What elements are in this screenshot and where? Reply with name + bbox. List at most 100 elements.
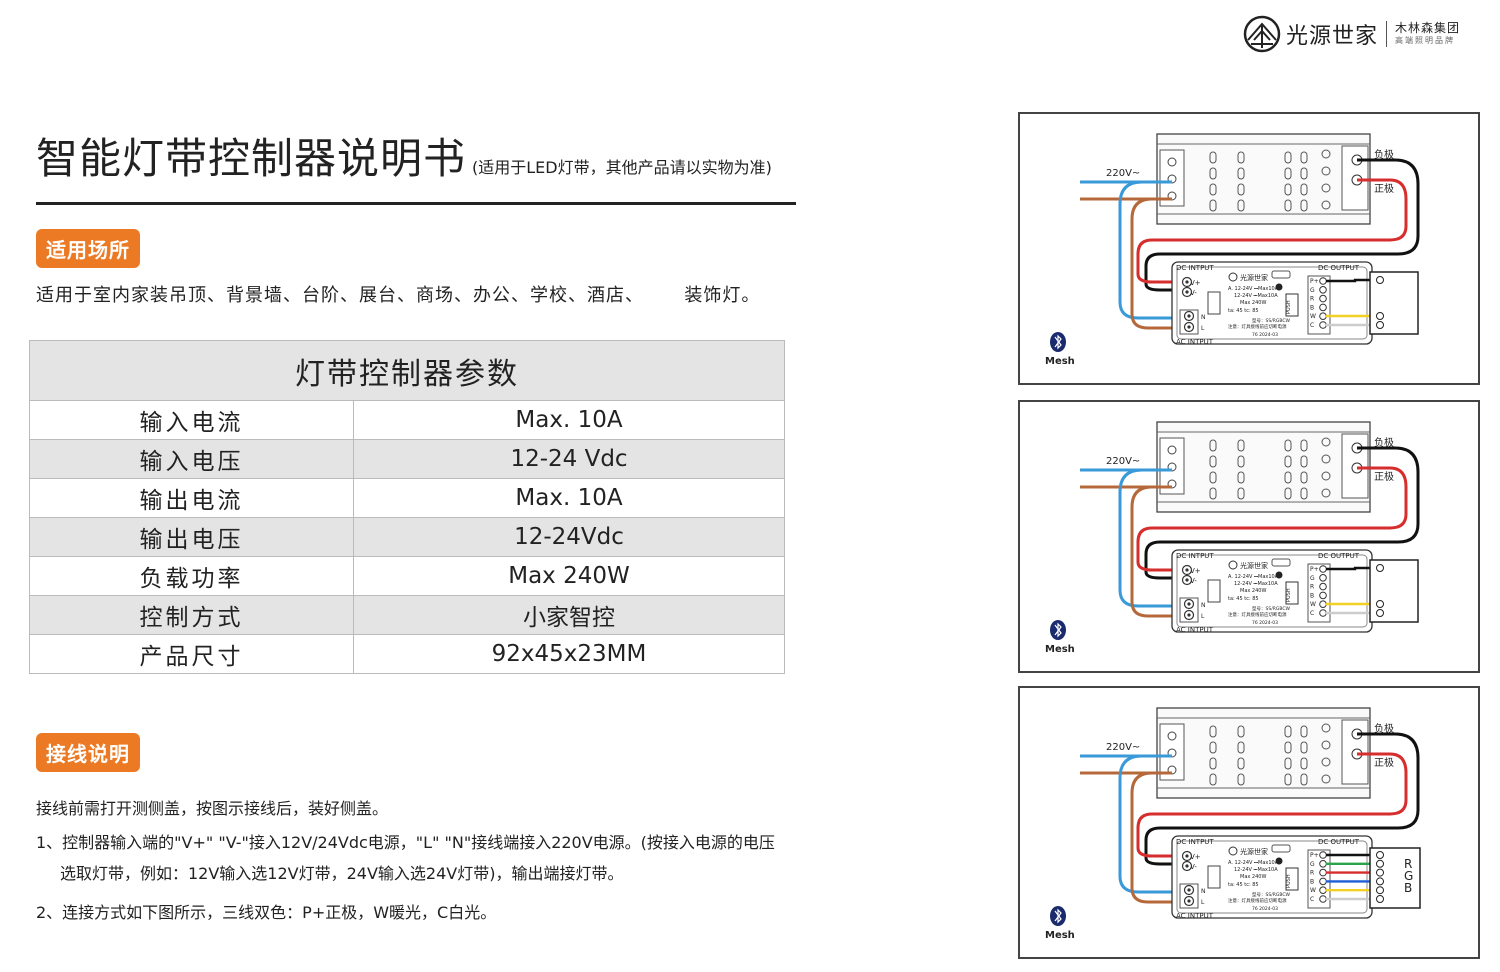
output-pin-label: C xyxy=(1310,322,1314,329)
vent-slot xyxy=(1284,741,1292,754)
power-supply-input-terminal xyxy=(1167,157,1177,167)
l-label: L xyxy=(1201,613,1205,620)
brand-header: 光源世家 木林森集团 高端照明品牌 xyxy=(1242,14,1460,54)
output-pin-0 xyxy=(1319,277,1327,285)
vent-slot xyxy=(1284,773,1292,786)
controller-led-window xyxy=(1271,844,1291,853)
power-supply-screw xyxy=(1321,471,1331,481)
controller-inner-border xyxy=(1176,840,1368,914)
power-supply-input-terminal xyxy=(1167,731,1177,741)
strip-terminal xyxy=(1376,886,1384,895)
push-button xyxy=(1285,581,1299,605)
vent-slot xyxy=(1209,773,1217,786)
controller-chip xyxy=(1207,865,1221,889)
controller-led-window xyxy=(1271,558,1291,567)
power-supply-screw xyxy=(1321,166,1331,176)
power-supply-unit xyxy=(1156,707,1371,799)
mesh-label: Mesh xyxy=(1045,644,1075,655)
mesh-label: Mesh xyxy=(1045,930,1075,941)
usage-section-tag: 适用场所 xyxy=(36,229,140,268)
power-supply-body xyxy=(1156,133,1371,225)
controller-l-wire xyxy=(1130,485,1192,618)
vent-slot xyxy=(1209,741,1217,754)
output-pin-4 xyxy=(1319,312,1327,320)
output-pin-label: W xyxy=(1310,887,1316,894)
n-label: N xyxy=(1201,888,1206,895)
output-pin-label: P+ xyxy=(1310,852,1319,859)
rgb-label-G: G xyxy=(1404,869,1413,883)
controller-l-wire xyxy=(1130,771,1192,904)
output-pin-1 xyxy=(1319,286,1327,294)
power-supply-screw xyxy=(1321,149,1331,159)
controller-bluetooth-icon xyxy=(1275,571,1283,579)
rgb-label-B: B xyxy=(1404,881,1412,895)
controller-logo-icon xyxy=(1228,560,1238,570)
strip-terminal-c xyxy=(1376,609,1384,617)
l-terminal-dot xyxy=(1187,613,1191,617)
output-pin-label: P+ xyxy=(1310,278,1319,285)
output-pin-label: B xyxy=(1310,592,1314,599)
controller-spec-d: ta: 45 tc: 85 xyxy=(1228,882,1259,888)
brand-group: 木林森集团 高端照明品牌 xyxy=(1395,21,1460,46)
ac-voltage-label: 220V~ xyxy=(1106,168,1140,179)
output-pin-label: R xyxy=(1310,584,1314,591)
controller-note-2: 注意：灯具接线前应切断电源 xyxy=(1228,323,1287,330)
param-key: 输入电压 xyxy=(29,439,354,479)
power-supply-unit xyxy=(1156,421,1371,513)
vent-slot xyxy=(1284,471,1292,484)
negative-label: 负极 xyxy=(1374,722,1394,735)
push-label: PUSH xyxy=(1286,300,1292,314)
out-p-wire xyxy=(1326,566,1375,571)
param-value: Max. 10A xyxy=(353,400,785,440)
output-pin-4 xyxy=(1319,886,1327,894)
param-value: Max 240W xyxy=(353,556,785,596)
ac-input-label: AC INTPUT xyxy=(1176,912,1214,920)
vent-slot xyxy=(1209,151,1217,164)
v-plus-label: V+ xyxy=(1190,853,1201,861)
power-supply-body xyxy=(1156,707,1371,799)
output-pin-2 xyxy=(1319,868,1327,877)
output-pin-2 xyxy=(1319,582,1327,591)
wiring-step-1-line-2: 选取灯带，例如：12V输入选12V灯带，24V输入选24V灯带)，输出端接灯带。 xyxy=(60,864,624,883)
strip-terminal xyxy=(1376,851,1384,859)
dc-output-label: DC OUTPUT xyxy=(1318,264,1360,272)
l-label: L xyxy=(1201,325,1205,332)
output-pin-label: W xyxy=(1310,601,1316,608)
usage-text: 适用于室内家装吊顶、背景墙、台阶、展台、商场、办公、学校、酒店、 装饰灯。 xyxy=(36,285,761,306)
dc-output-label: DC OUTPUT xyxy=(1318,838,1360,846)
vent-slot xyxy=(1284,725,1292,738)
controller-brand-label: 光源世家 xyxy=(1240,847,1268,856)
vent-slot xyxy=(1237,757,1245,770)
vent-slot xyxy=(1284,439,1292,452)
vent-slot xyxy=(1300,487,1308,500)
vent-slot xyxy=(1209,167,1217,180)
controller-spec-b: 12-24V ⎓Max10A xyxy=(1234,293,1278,299)
output-pin-label: G xyxy=(1310,575,1315,582)
strip-terminal-w xyxy=(1376,600,1384,608)
power-supply-screw xyxy=(1321,437,1331,447)
controller-brand-label: 光源世家 xyxy=(1240,561,1268,570)
controller-chip xyxy=(1207,579,1221,603)
power-supply-screw xyxy=(1321,740,1331,750)
param-key: 输出电压 xyxy=(29,517,354,557)
v-plus-terminal-dot xyxy=(1185,280,1189,284)
vent-slot xyxy=(1300,183,1308,196)
out-p-wire xyxy=(1326,278,1375,283)
controller-spec-c: Max 240W xyxy=(1240,300,1266,306)
n-terminal-dot xyxy=(1187,888,1191,892)
controller-chip xyxy=(1207,291,1221,315)
output-pin-5 xyxy=(1319,895,1327,903)
ac-voltage-label: 220V~ xyxy=(1106,456,1140,467)
controller-brand-label: 光源世家 xyxy=(1240,273,1268,282)
output-pin-1 xyxy=(1319,574,1327,582)
power-supply-screw xyxy=(1321,723,1331,733)
controller-spec-b: 12-24V ⎓Max10A xyxy=(1234,581,1278,587)
vent-slot xyxy=(1300,741,1308,754)
positive-label: 正极 xyxy=(1374,470,1394,483)
output-pin-5 xyxy=(1319,609,1327,617)
